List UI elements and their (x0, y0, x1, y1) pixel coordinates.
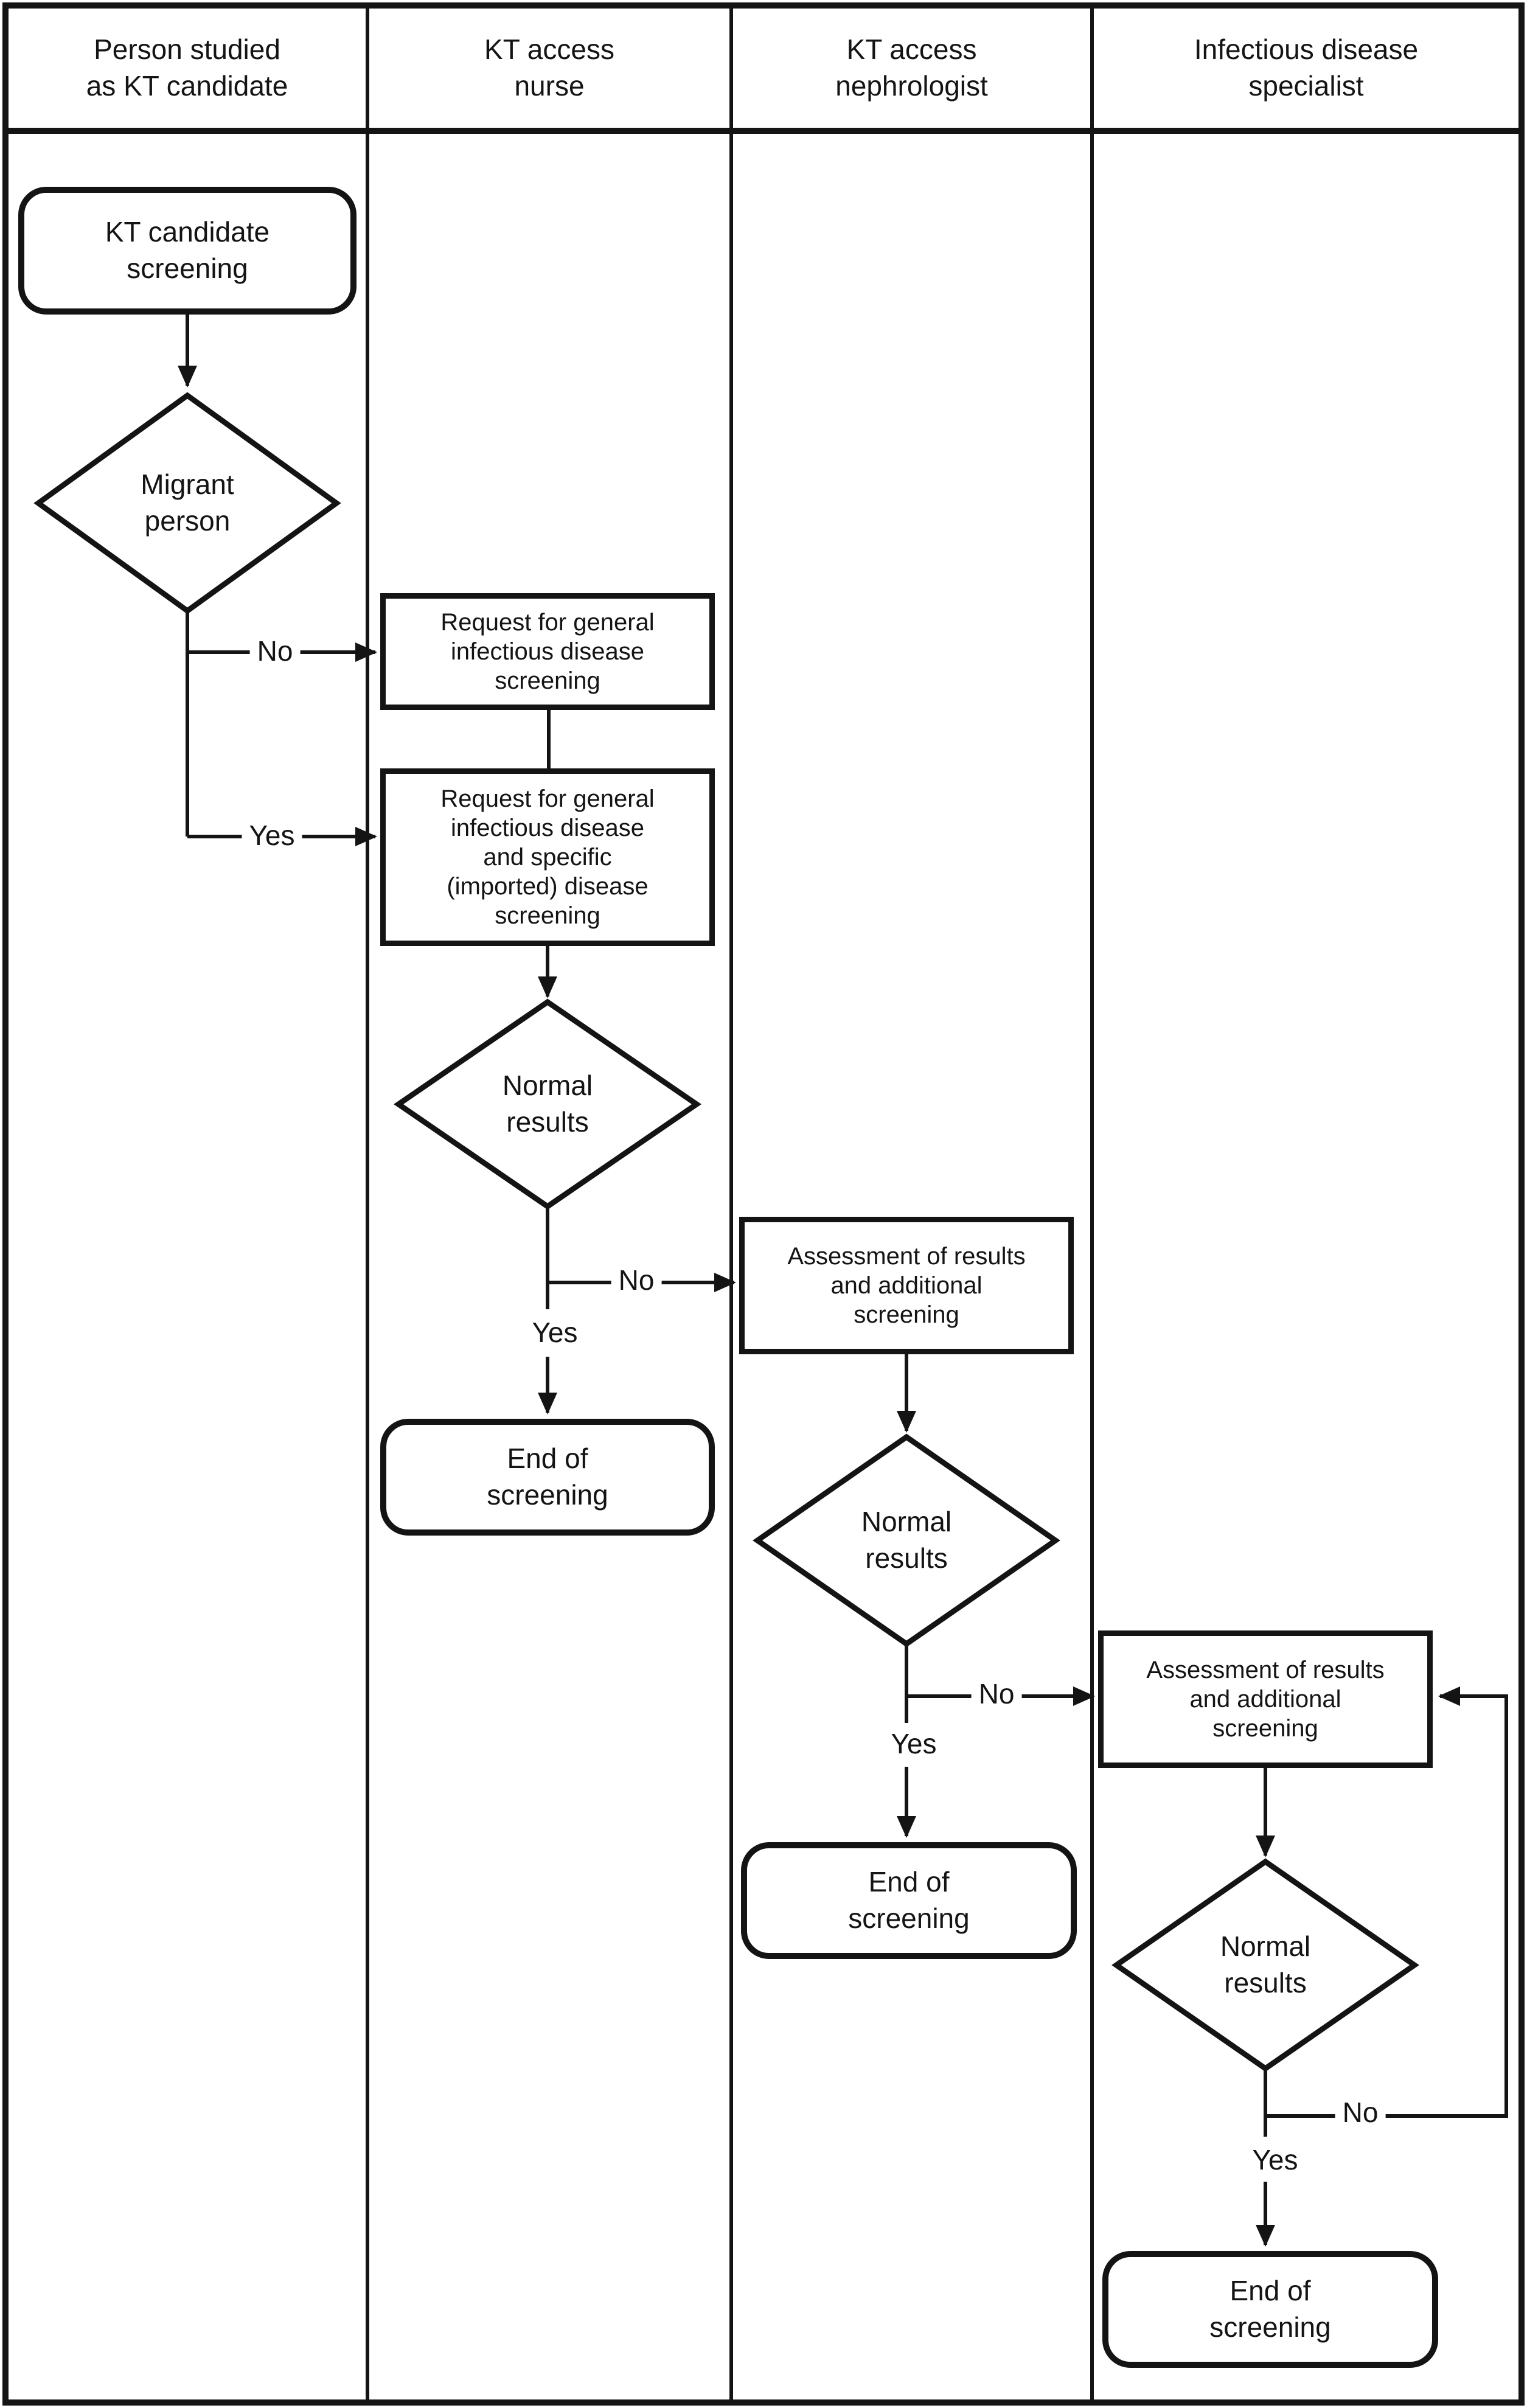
lane-header-nephrologist: KT access nephrologist (835, 33, 988, 102)
node-normal-results-nurse: Normal results (502, 1070, 593, 1138)
edge-normal-specialist-no-loop (1265, 1686, 1508, 2118)
node-end-of-screening-specialist: End of screening (1102, 2251, 1438, 2368)
node-end-of-screening-nephrologist: End of screening (741, 1842, 1077, 1959)
lane-header-specialist: Infectious disease specialist (1194, 33, 1419, 102)
edge-label-specialist-yes: Yes (1245, 2142, 1306, 2177)
edge-label-nurse-yes: Yes (524, 1315, 585, 1350)
node-migrant-person: Migrant person (141, 468, 234, 537)
node-assessment-specialist: Assessment of results and additional scr… (1098, 1630, 1433, 1768)
node-assessment-nephrologist: Assessment of results and additional scr… (739, 1217, 1074, 1354)
node-request-general-specific-screening: Request for general infectious disease a… (380, 768, 715, 946)
edge-label-migrant-yes: Yes (242, 818, 302, 853)
edge-label-nephrologist-yes: Yes (883, 1726, 944, 1761)
node-normal-results-specialist: Normal results (1220, 1930, 1311, 1999)
lane-divider-3 (1090, 9, 1094, 2399)
decision-shape-migrant-person (33, 392, 341, 614)
node-request-general-screening: Request for general infectious disease s… (380, 593, 715, 710)
decision-shape-normal-results-nurse (394, 998, 701, 1210)
edge-label-migrant-no: No (249, 633, 301, 669)
edge-label-nurse-no: No (611, 1262, 662, 1298)
node-kt-candidate-screening: KT candidate screening (18, 187, 357, 315)
edge-label-nephrologist-no: No (971, 1676, 1022, 1711)
lane-divider-2 (729, 9, 733, 2399)
lane-header-candidate: Person studied as KT candidate (86, 33, 288, 102)
header-bottom-line (9, 128, 1518, 134)
lane-divider-1 (366, 9, 369, 2399)
edge-label-specialist-no: No (1335, 2095, 1386, 2130)
node-end-of-screening-nurse: End of screening (380, 1419, 715, 1536)
lane-header-nurse: KT access nurse (484, 33, 614, 102)
decision-shape-normal-results-nephrologist (753, 1433, 1060, 1648)
decision-shape-normal-results-specialist (1111, 1858, 1419, 2072)
node-normal-results-nephrologist: Normal results (861, 1506, 952, 1574)
